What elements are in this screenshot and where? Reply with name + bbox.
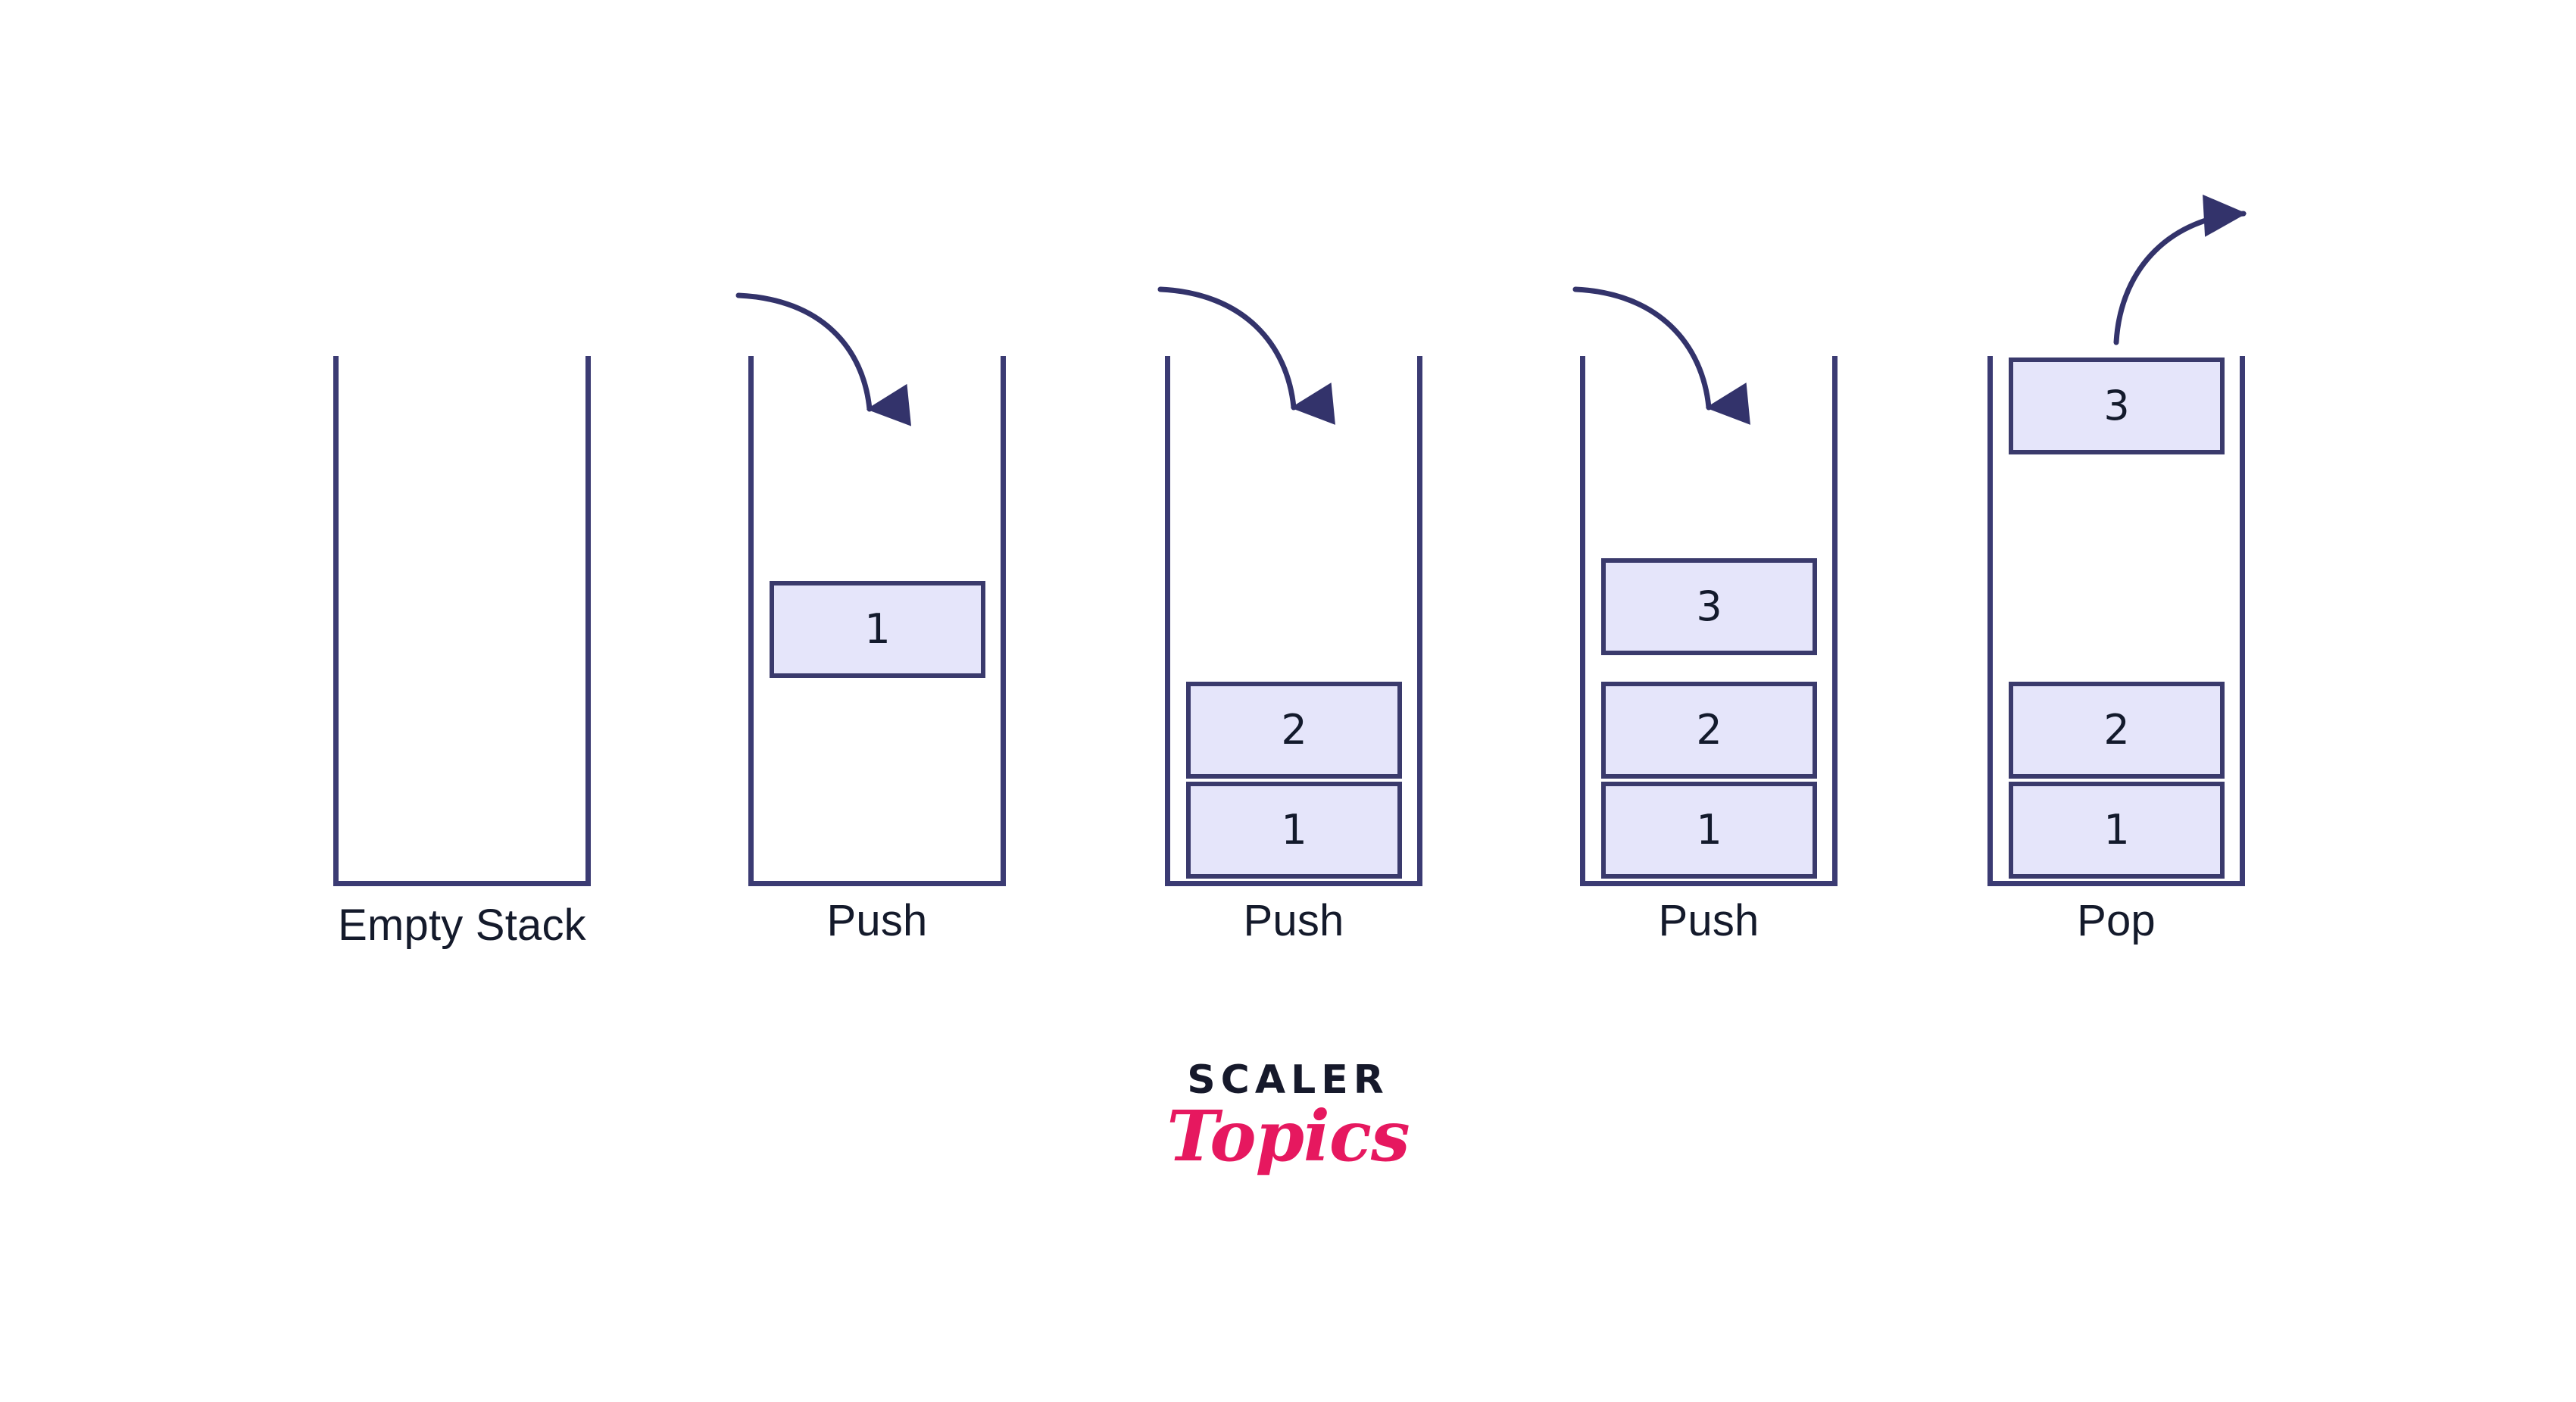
stack-box: 1 — [1601, 782, 1817, 879]
brand-name-scaler: SCALER — [1187, 1057, 1389, 1103]
brand-name-topics: Topics — [1166, 1095, 1410, 1177]
stack-container — [1165, 356, 1422, 886]
stack-container — [1580, 356, 1838, 886]
stack-box-value: 1 — [2103, 806, 2130, 854]
stack-box-value: 3 — [2103, 382, 2130, 429]
stack-box: 1 — [1186, 782, 1402, 879]
stack-box-value: 2 — [1281, 706, 1307, 754]
stack-box: 2 — [1601, 682, 1817, 779]
pop-arrow-stack-5 — [2113, 194, 2247, 345]
stack-box-value: 2 — [2103, 706, 2130, 754]
stack-caption: Empty Stack — [338, 901, 586, 950]
stack-box-value: 1 — [1696, 806, 1722, 854]
stack-caption: Push — [826, 896, 928, 945]
stack-caption: Push — [1658, 896, 1759, 945]
stack-box: 1 — [2009, 782, 2225, 879]
stack-caption: Push — [1243, 896, 1344, 945]
stack-box: 2 — [2009, 682, 2225, 779]
stack-caption: Pop — [2077, 896, 2156, 945]
stack-box: 3 — [1601, 558, 1817, 655]
stack-container — [748, 356, 1006, 886]
stack-box-value: 2 — [1696, 706, 1722, 754]
scaler-topics-logo: SCALER Topics — [0, 1060, 2576, 1177]
stack-box-value: 3 — [1696, 582, 1722, 630]
stack-container — [333, 356, 591, 886]
stack-box: 2 — [1186, 682, 1402, 779]
stack-box: 1 — [770, 581, 985, 678]
stack-box-value: 1 — [864, 605, 891, 653]
stack-box: 3 — [2009, 358, 2225, 454]
stack-box-value: 1 — [1281, 806, 1307, 854]
stack-container — [1987, 356, 2245, 886]
